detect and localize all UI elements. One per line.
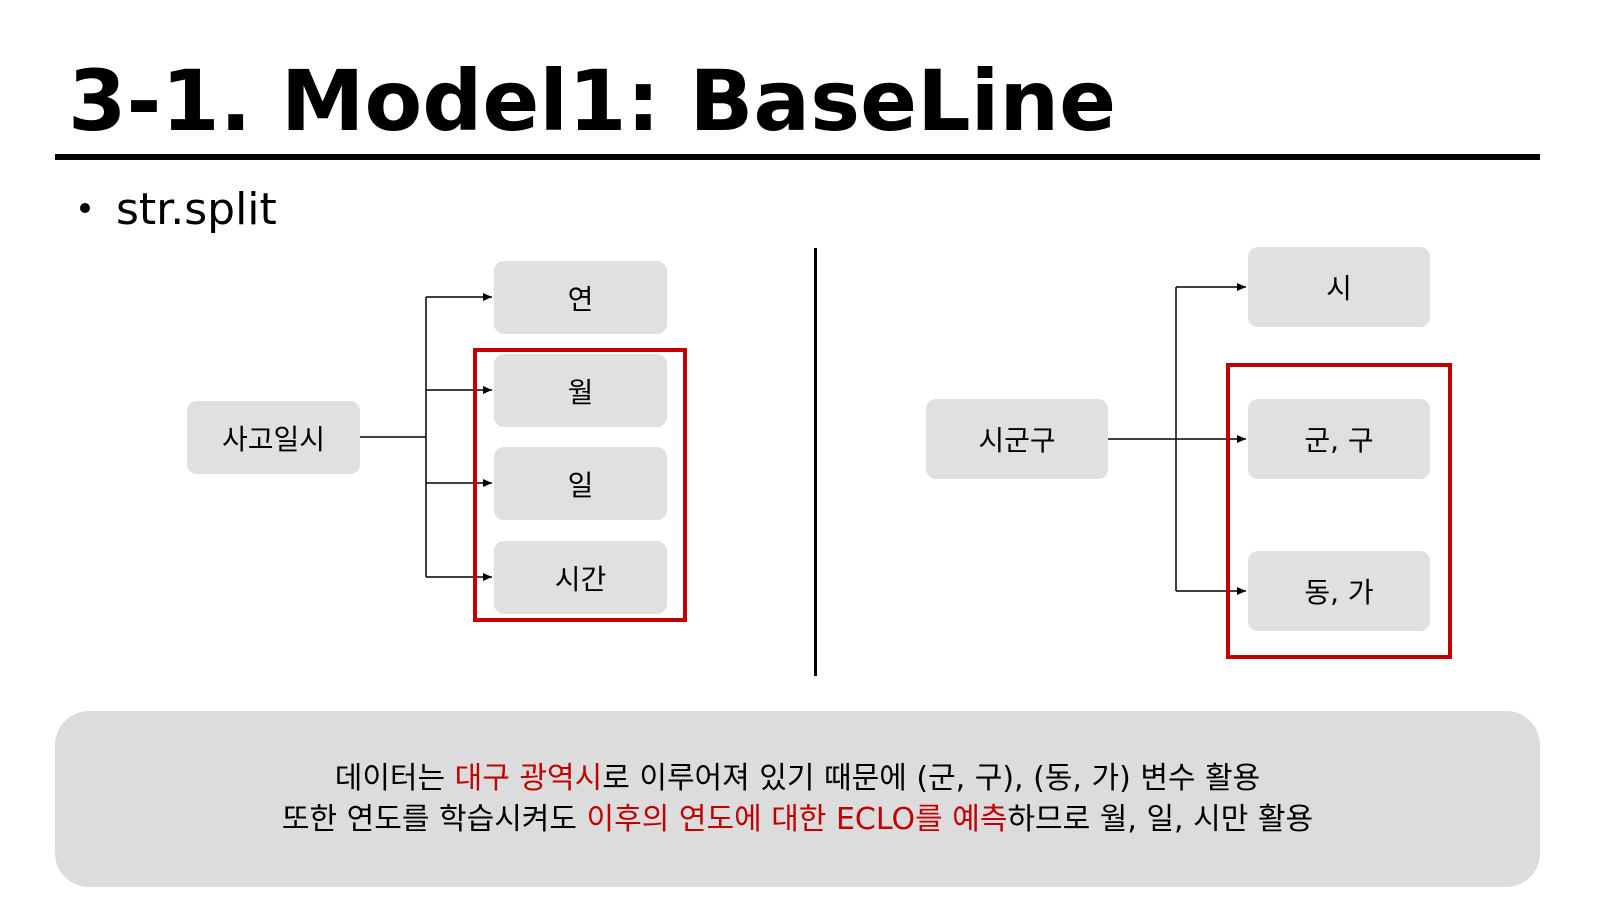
note-highlight-text: 이후의 연도에 대한 ECLO를 예측 [586, 802, 1008, 837]
right-target-district: 군, 구 [1248, 399, 1430, 479]
note-text: 하므로 월, 일, 시만 활용 [1007, 802, 1314, 837]
left-target-label: 연 [567, 282, 594, 316]
left-target-month: 월 [494, 354, 667, 427]
bullet-item: str.split [80, 182, 277, 238]
note-text: 데이터는 [334, 761, 455, 796]
note-line-1: 데이터는 대구 광역시로 이루어져 있기 때문에 (군, 구), (동, 가) … [335, 758, 1261, 799]
left-target-label: 월 [567, 375, 594, 409]
right-target-label: 군, 구 [1304, 424, 1374, 457]
right-source-box: 시군구 [926, 399, 1108, 479]
note-text: 또한 연도를 학습시켜도 [281, 802, 587, 837]
left-target-label: 시간 [554, 562, 607, 596]
left-target-year: 연 [494, 261, 667, 334]
left-source-box: 사고일시 [187, 401, 360, 474]
left-source-label: 사고일시 [221, 422, 326, 456]
right-source-label: 시군구 [978, 424, 1056, 457]
page-title: 3-1. Model1: BaseLine [68, 52, 1117, 150]
bullet-text: str.split [116, 184, 277, 235]
title-underline [55, 154, 1540, 160]
note-highlight-text: 대구 광역시 [454, 761, 603, 796]
left-target-hour: 시간 [494, 541, 667, 614]
right-selection-highlight [1226, 363, 1452, 659]
right-target-label: 시 [1326, 272, 1352, 305]
left-target-day: 일 [494, 447, 667, 520]
left-selection-highlight [473, 348, 687, 622]
right-target-city: 시 [1248, 247, 1430, 327]
bullet-dot-icon [80, 203, 90, 213]
note-panel: 데이터는 대구 광역시로 이루어져 있기 때문에 (군, 구), (동, 가) … [55, 711, 1540, 887]
left-target-label: 일 [567, 468, 594, 502]
right-target-label: 동, 가 [1304, 576, 1374, 609]
note-line-2: 또한 연도를 학습시켜도 이후의 연도에 대한 ECLO를 예측하므로 월, 일… [282, 799, 1313, 840]
note-text: 로 이루어져 있기 때문에 (군, 구), (동, 가) 변수 활용 [602, 761, 1261, 796]
section-divider [814, 248, 817, 676]
right-target-neighborhood: 동, 가 [1248, 551, 1430, 631]
